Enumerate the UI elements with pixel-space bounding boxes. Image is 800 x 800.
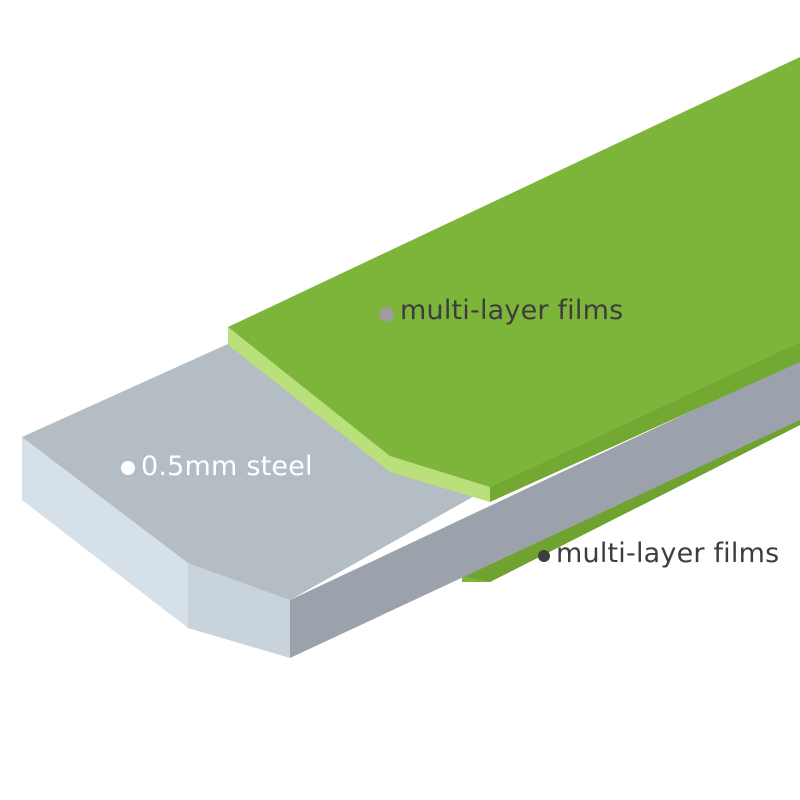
top-film-label-text: multi-layer films [400,295,624,326]
bottom-film-marker-dot [538,550,550,562]
top-film-top-face [228,57,800,487]
steel-chamfer-face [188,563,290,658]
bottom-film-label: multi-layer films [538,538,779,570]
steel-marker-dot [121,461,135,475]
steel-front-face [22,437,188,628]
top-film-label: multi-layer films [379,295,623,327]
top-film-marker-dot [379,306,394,322]
top-film-side-edge [490,342,800,502]
bottom-film-label-text: multi-layer films [556,538,780,569]
steel-side-face [290,360,800,658]
steel-label: 0.5mm steel [121,451,313,483]
steel-label-text: 0.5mm steel [141,451,313,482]
top-film-highlight-edge [228,327,490,502]
